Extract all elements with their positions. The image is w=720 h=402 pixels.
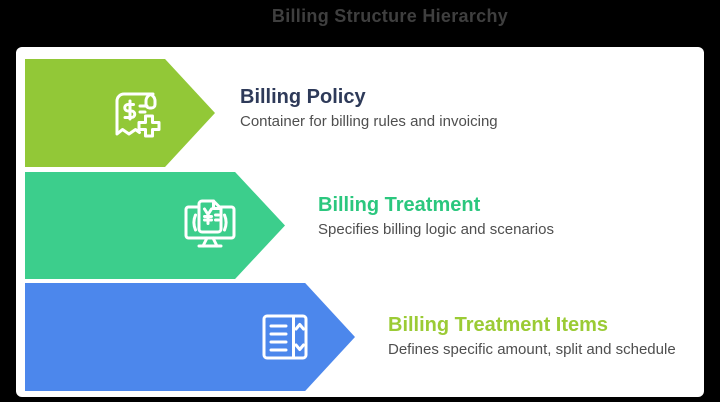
list-scrollbar-icon bbox=[253, 305, 317, 369]
row-title: Billing Treatment bbox=[318, 194, 481, 216]
monitor-invoice-icon bbox=[178, 194, 242, 258]
row-title: Billing Treatment Items bbox=[388, 314, 609, 336]
row-billing-treatment-items-text: Billing Treatment Items Defines specific… bbox=[388, 314, 676, 359]
arrow-billing-treatment bbox=[25, 172, 285, 279]
row-subtitle: Defines specific amount, split and sched… bbox=[388, 341, 676, 358]
row-subtitle: Specifies billing logic and scenarios bbox=[318, 221, 554, 238]
row-subtitle: Container for billing rules and invoicin… bbox=[240, 113, 498, 130]
arrow-billing-treatment-items bbox=[25, 283, 355, 391]
row-billing-policy-text: Billing Policy Container for billing rul… bbox=[240, 86, 498, 131]
medical-receipt-icon bbox=[103, 81, 167, 145]
page-title: Billing Structure Hierarchy bbox=[271, 6, 509, 26]
row-billing-treatment-text: Billing Treatment Specifies billing logi… bbox=[318, 194, 554, 239]
row-title: Billing Policy bbox=[240, 86, 366, 108]
